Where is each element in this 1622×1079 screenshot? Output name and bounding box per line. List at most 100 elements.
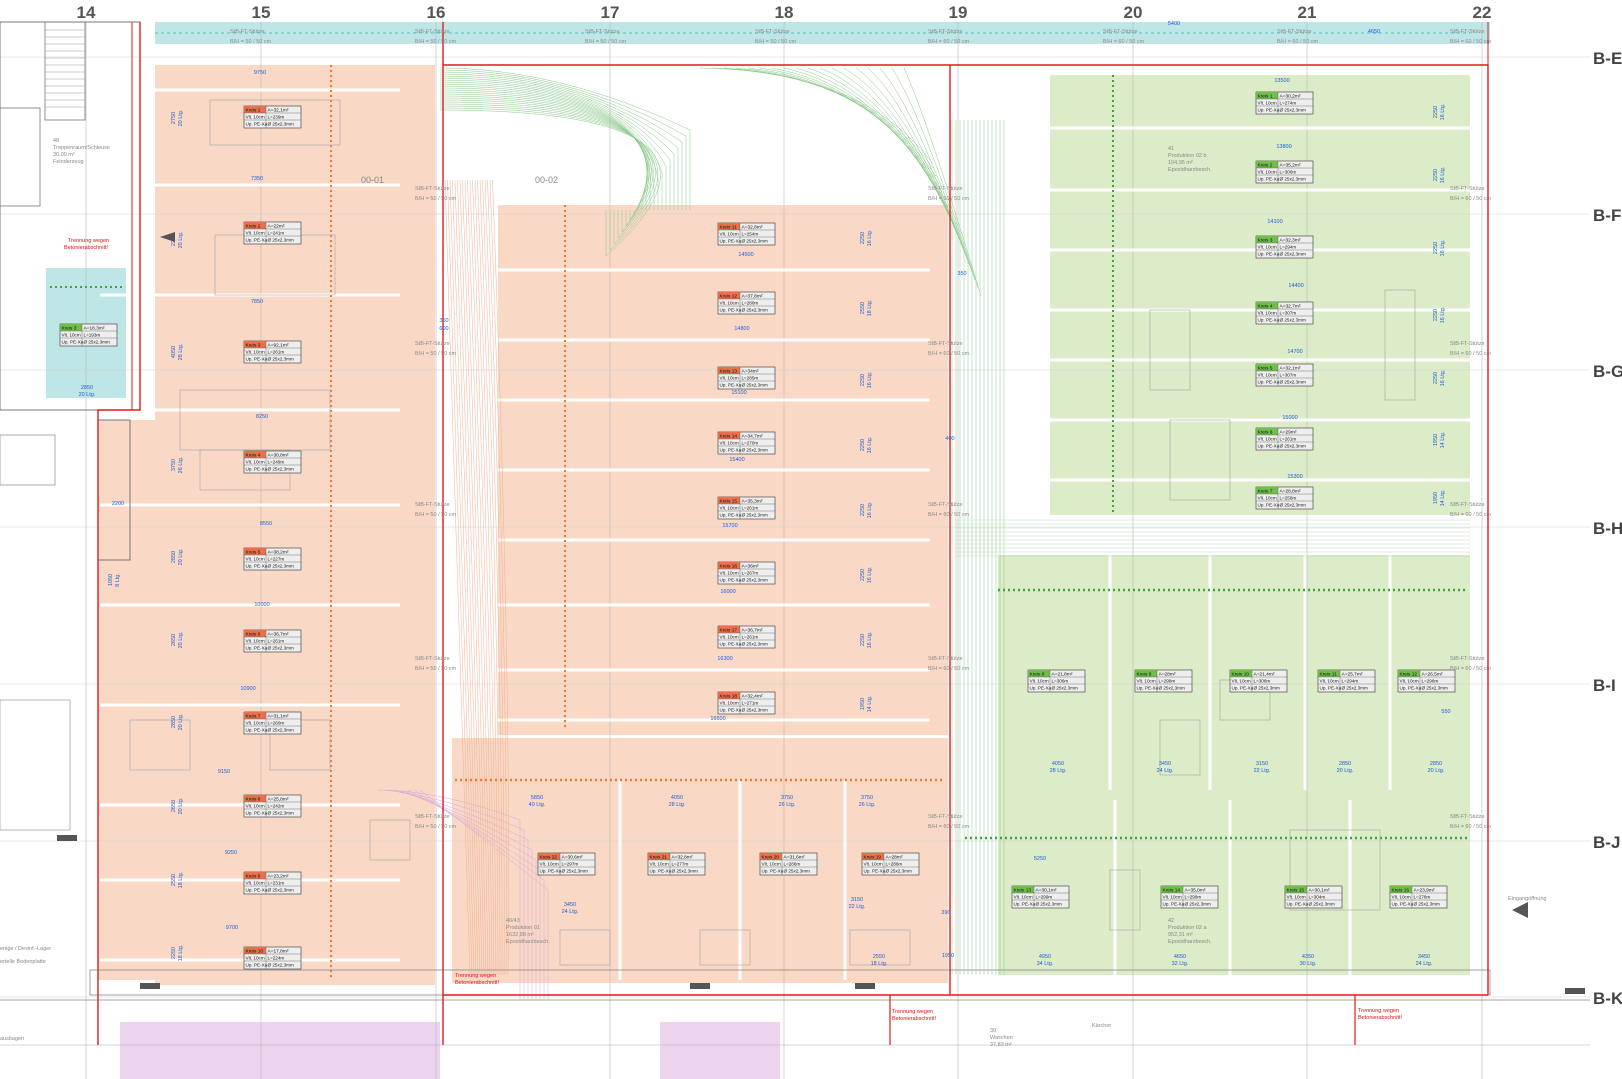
zone-id-label: 00-02: [535, 175, 558, 185]
panel-kreis: Kreis 1: [246, 108, 261, 114]
pipe-line: [439, 71, 683, 210]
dimension-value: 2200: [112, 501, 124, 507]
column-label-size: B/H = 50 / 50 cm: [585, 39, 627, 45]
room-label-edge: ausbagen: [0, 1036, 24, 1042]
panel-area: A=23,9m²: [1414, 888, 1435, 894]
column-label-type: StB-FT-Stütze: [928, 29, 963, 35]
column-label-size: B/H = 60 / 50 cm: [928, 824, 970, 830]
panel-sub: Ø 25x2,3mm: [1414, 902, 1440, 907]
dimension-value: 9150: [218, 769, 230, 775]
separation-note: Trennung wegen Betonierabschnitt!: [1358, 1008, 1402, 1021]
panel-sub: Vlt. 10cm: [1392, 895, 1411, 900]
room-text: Waschen: [990, 1035, 1013, 1041]
panel-len: L=224m: [268, 956, 285, 961]
dimension-value: 13800: [1276, 144, 1291, 150]
panel-len: L=274m: [1280, 101, 1297, 106]
pipe-line: [735, 67, 940, 185]
equipment-outline: [369, 819, 411, 861]
floor-marker: [690, 983, 710, 989]
pipe-line: [439, 103, 654, 239]
column-label-type: StB-FT-Stütze: [928, 341, 963, 347]
window-frame: [0, 107, 41, 207]
dimension-count: 16 Ltg.: [867, 501, 873, 518]
panel-sub: Up. PE-Xa: [246, 811, 268, 816]
dimension-value: 14500: [738, 252, 753, 258]
panel-area: A=32,7m²: [1280, 304, 1301, 310]
dimension-label: 9250: [225, 850, 237, 856]
dimension-value: 360: [439, 318, 448, 324]
pipe-line: [459, 179, 483, 976]
room-label-production-02b: 41 Produktion 02 b 104,95 m² Epoxidharzb…: [1168, 146, 1212, 173]
panel-sub: Up. PE-Xa: [864, 869, 886, 874]
panel-len: L=231m: [268, 881, 285, 886]
zone-id-label: 00-01: [361, 175, 384, 185]
panel-area: A=31,1m²: [268, 714, 289, 720]
dimension-count: 18 Ltg.: [867, 299, 873, 316]
panel-sub: Up. PE-Xa: [762, 869, 784, 874]
panel-sub: Up. PE-Xa: [1232, 686, 1254, 691]
dimension-value: 3150: [851, 897, 863, 903]
column-label-type: StB-FT-Stütze: [928, 502, 963, 508]
panel-kreis: Kreis 6: [246, 632, 261, 638]
dimension-value: 14700: [1287, 349, 1302, 355]
pipe-line: [395, 789, 533, 1000]
pipe-line: [439, 85, 655, 210]
panel-sub: Ø 25x2,3mm: [886, 869, 912, 874]
dimension-value: 550: [1441, 709, 1450, 715]
panel-len: L=307m: [1280, 373, 1297, 378]
panel-kreis: Kreis 14: [720, 434, 738, 440]
panel-kreis: Kreis 4: [246, 453, 261, 459]
pipe-line: [401, 789, 537, 1000]
panel-sub: Ø 25x2,3mm: [672, 869, 698, 874]
room-text: 30: [990, 1028, 996, 1034]
note-text: Betonierabschnitt!: [64, 245, 108, 251]
column-label-size: B/H = 60 / 50 cm: [928, 351, 970, 357]
panel-sub: Up. PE-Xa: [720, 513, 742, 518]
panel-area: A=28m²: [886, 855, 903, 861]
dimension-value: 2750: [171, 112, 177, 124]
panel-area: A=32,3m²: [1280, 238, 1301, 244]
dimension-value: 16600: [710, 716, 725, 722]
panel-area: A=30,8m²: [268, 453, 289, 459]
panel-tag: [244, 947, 266, 954]
column-label-type: StB-FT-Stütze: [230, 29, 265, 35]
panel-kreis: Kreis 8: [246, 797, 261, 803]
panel-len: L=286m: [784, 862, 801, 867]
panel-sub: Up. PE-Xa: [1163, 902, 1185, 907]
dimension-count: 16 Ltg.: [1440, 239, 1446, 256]
walls: [0, 21, 1590, 1046]
panel-kreis: Kreis 12: [720, 294, 738, 300]
panel-sub: Up. PE-Xa: [1258, 444, 1280, 449]
dimension-value: 600: [439, 326, 448, 332]
axis-col-label: 20: [1124, 3, 1143, 22]
column-label-type: StB-FT-Stütze: [755, 29, 790, 35]
column-label-size: B/H = 50 / 50 cm: [415, 196, 457, 202]
panel-sub: Vlt. 10cm: [1400, 679, 1419, 684]
panel-len: L=239m: [268, 115, 285, 120]
panel-sub: Vlt. 10cm: [650, 862, 669, 867]
pipe-line: [487, 179, 505, 976]
panel-sub: Vlt. 10cm: [1258, 311, 1277, 316]
panel-kreis: Kreis 5: [246, 550, 261, 556]
panel-sub: Vlt. 10cm: [720, 635, 739, 640]
dimension-count: 22 Ltg.: [849, 904, 866, 910]
dimension-value: 8550: [260, 521, 272, 527]
panel-kreis: Kreis 18: [720, 694, 738, 700]
column-label-type: StB-FT-Stütze: [928, 186, 963, 192]
dimension-count: 20 Ltg.: [178, 231, 184, 248]
panel-len: L=249m: [268, 460, 285, 465]
panel-len: L=306m: [1052, 679, 1069, 684]
panel-len: L=227m: [268, 557, 285, 562]
